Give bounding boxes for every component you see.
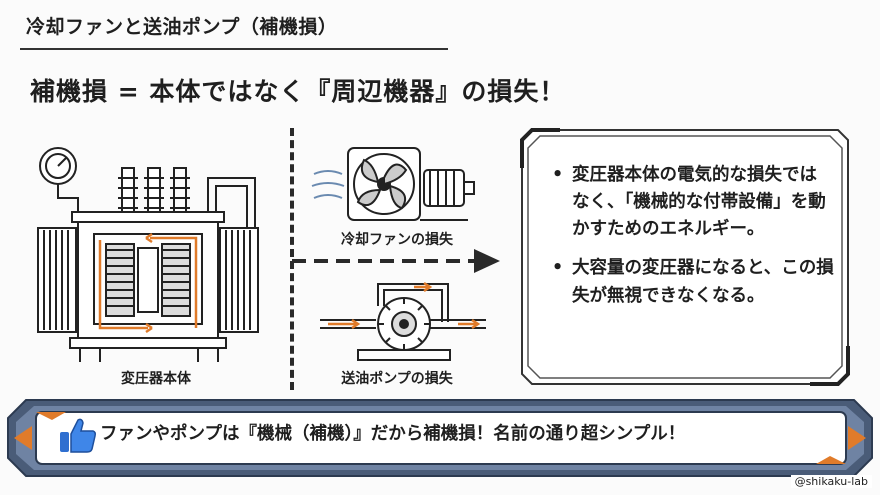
transformer-caption: 変圧器本体 [121,371,191,387]
pump-caption: 送油ポンプの損失 [341,371,453,387]
credit-label: @shikaku-lab [790,475,872,488]
summary-banner [7,399,873,477]
page-title: 冷却ファンと送油ポンプ（補機損） [26,16,338,38]
explanation-list: 変圧器本体の電気的な損失ではなく、「機械的な付帯設備」を動かすためのエネルギー。… [552,162,834,322]
title-underline [20,48,448,50]
right-arrow-icon [292,249,500,273]
thumbs-up-icon [60,418,96,453]
transformer-illustration [37,147,259,362]
summary-text: ファンやポンプは『機械（補機）』だから補機損！名前の通り超シンプル！ [100,424,686,444]
cooling-fan-illustration [311,147,475,221]
headline: 補機損 = 本体ではなく『周辺機器』の損失！ [30,77,566,106]
fan-caption: 冷却ファンの損失 [341,232,453,248]
bullet-item: 大容量の変圧器になると、この損失が無視できなくなる。 [552,255,834,309]
bullet-item: 変圧器本体の電気的な損失ではなく、「機械的な付帯設備」を動かすためのエネルギー。 [552,162,834,243]
oil-pump-illustration [320,281,486,361]
